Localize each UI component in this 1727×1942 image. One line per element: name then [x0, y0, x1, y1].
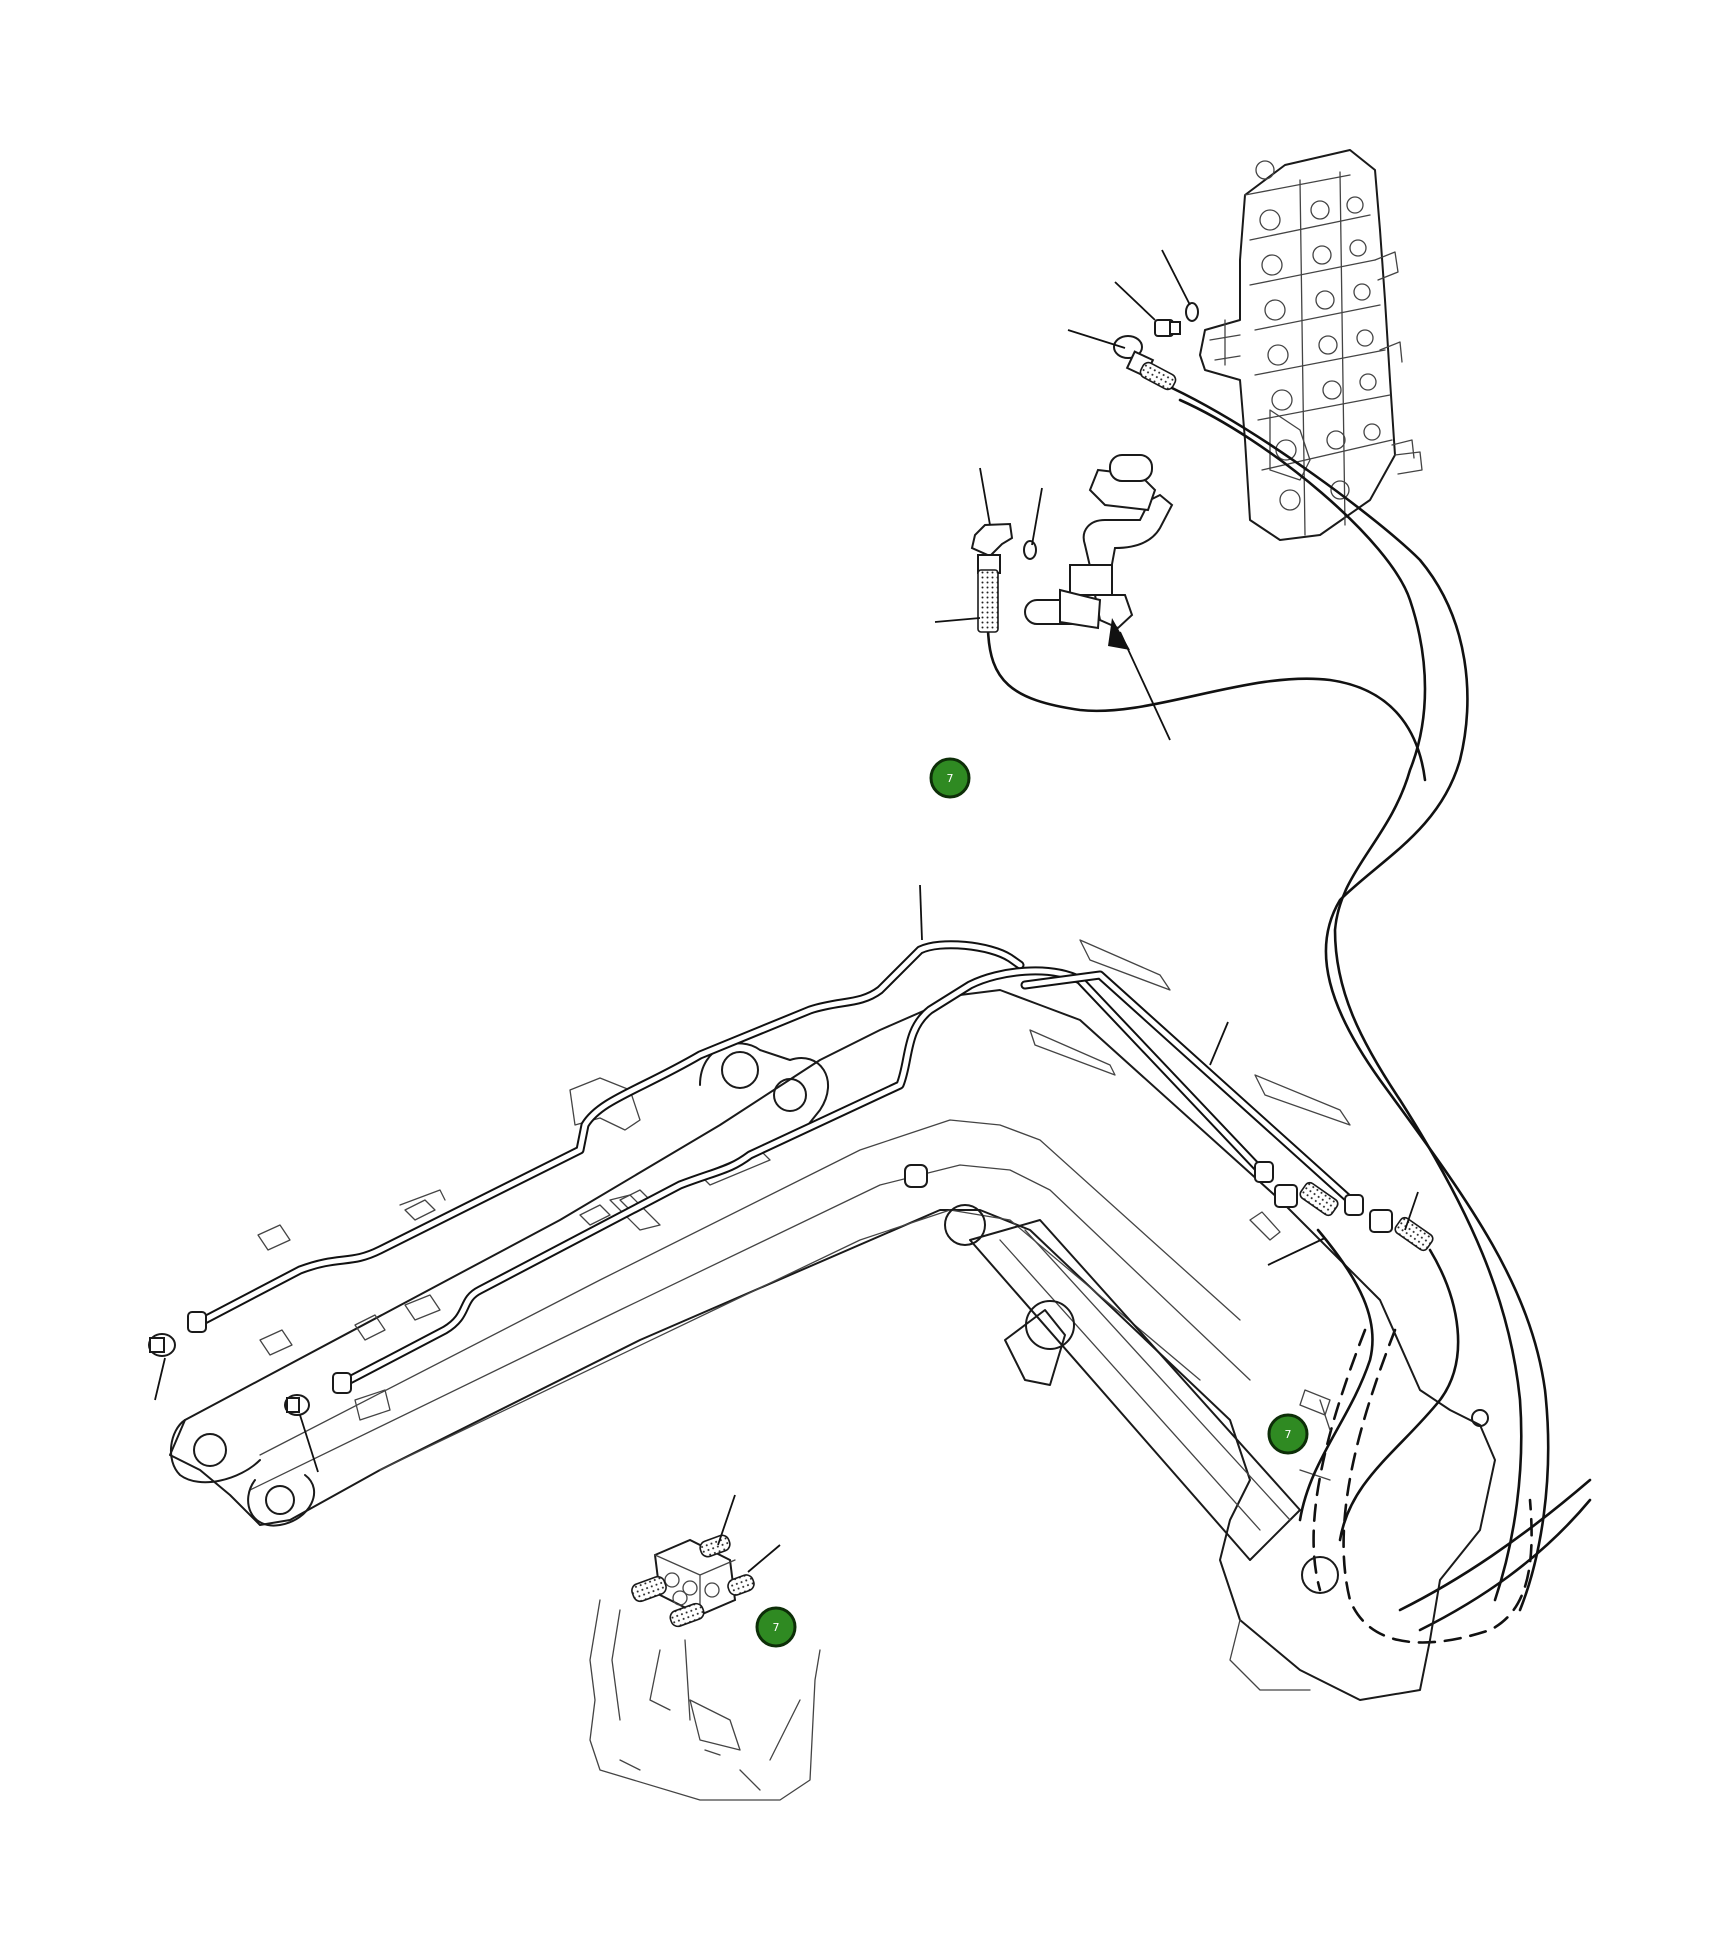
- control-valve-block: [1199, 149, 1423, 541]
- hose-routing: [986, 386, 1592, 1644]
- boom-pipe-upper: [1020, 970, 1355, 1205]
- callout-label-2: 7: [1285, 1428, 1292, 1441]
- swivel-joint-assembly: [970, 454, 1174, 633]
- arrow-head-icon: [1108, 618, 1130, 650]
- valve-elbow-fitting: [1113, 335, 1177, 391]
- pipe-cap-right: [284, 1394, 310, 1416]
- callout-marker-2[interactable]: 7: [1267, 1413, 1309, 1455]
- valve-adapter-fitting: [1154, 319, 1181, 337]
- callout-marker-1[interactable]: 7: [929, 757, 971, 799]
- arrow-indicator: [1119, 631, 1171, 741]
- boom-foot-hose: [1298, 1228, 1460, 1542]
- pipe-end-fittings: [187, 1161, 1434, 1394]
- valve-o-ring: [1185, 302, 1199, 322]
- callout-label-1: 7: [947, 772, 954, 785]
- callout-label-3: 7: [773, 1621, 780, 1634]
- callout-marker-3[interactable]: 7: [755, 1606, 797, 1648]
- boom-pipe-right: [335, 966, 1265, 1390]
- leader-lines: [154, 249, 1419, 1573]
- excavator-boom: [169, 939, 1496, 1701]
- boom-pipe-left: [190, 940, 1025, 1330]
- swivel-block-detail: [589, 1534, 821, 1801]
- pipe-cap-left: [148, 1333, 176, 1357]
